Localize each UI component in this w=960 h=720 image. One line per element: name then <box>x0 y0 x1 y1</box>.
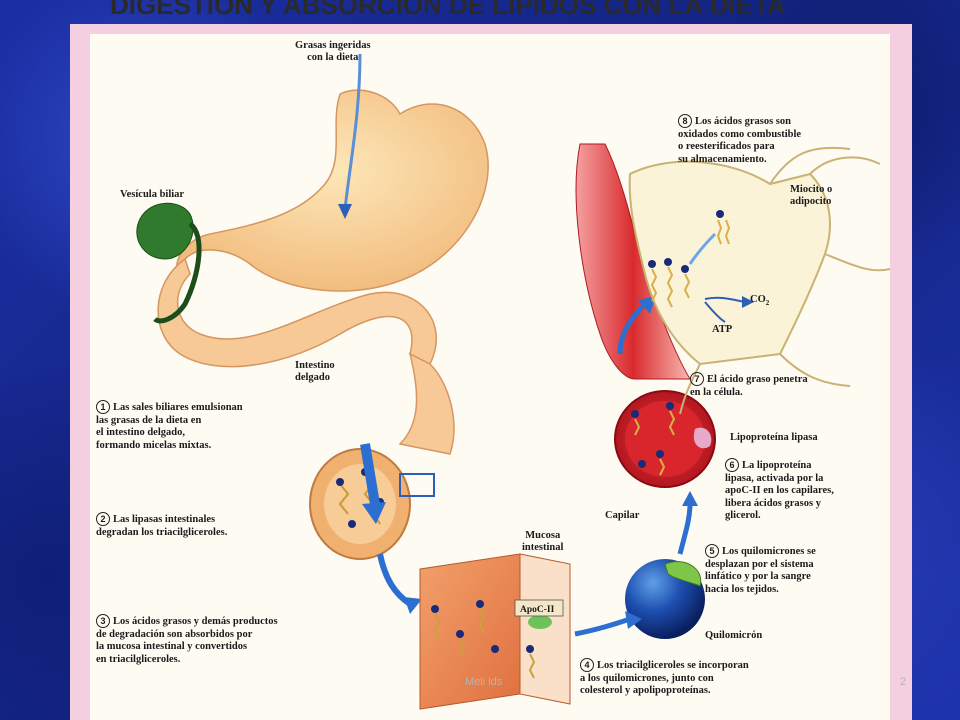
fatty-acid-molecules <box>648 210 754 323</box>
gallbladder-illustration <box>136 202 202 324</box>
label-atp: ATP <box>712 324 733 335</box>
intestine-cross-section <box>309 443 435 560</box>
stomach-illustration <box>157 53 489 455</box>
label-co2: CO2 <box>750 294 770 308</box>
label-apoc2: ApoC-II <box>520 605 555 615</box>
label-capillary: Capilar <box>605 510 640 521</box>
label-myocyte: Miocito o adipocito <box>790 184 833 207</box>
label-fats-ingested: Grasas ingeridas con la dieta <box>295 40 371 63</box>
label-small-intestine: Intestino delgado <box>295 360 335 383</box>
chylomicron-illustration <box>574 491 705 639</box>
page-number: 2 <box>900 676 907 688</box>
label-chylomicron: Quilomicrón <box>705 630 763 641</box>
capillary-illustration <box>575 143 716 488</box>
diagram-illustration <box>136 53 890 710</box>
mucosa-illustration <box>419 553 571 710</box>
diagram-panel: Grasas ingeridas con la dieta Vesícula b… <box>90 34 890 720</box>
slide-title: DIGESTION Y ABSORCION DE LIPIDOS CON LA … <box>110 0 786 20</box>
label-gallbladder: Vesícula biliar <box>120 189 185 200</box>
label-lipoprotein-lipase: Lipoproteína lipasa <box>730 432 818 443</box>
arrow-to-mucosa <box>377 553 412 607</box>
label-intestinal-mucosa: Mucosa intestinal <box>522 530 564 553</box>
arrow-head <box>404 597 422 614</box>
footer-author: Meli lds <box>465 676 503 688</box>
myocyte-illustration <box>628 146 890 415</box>
